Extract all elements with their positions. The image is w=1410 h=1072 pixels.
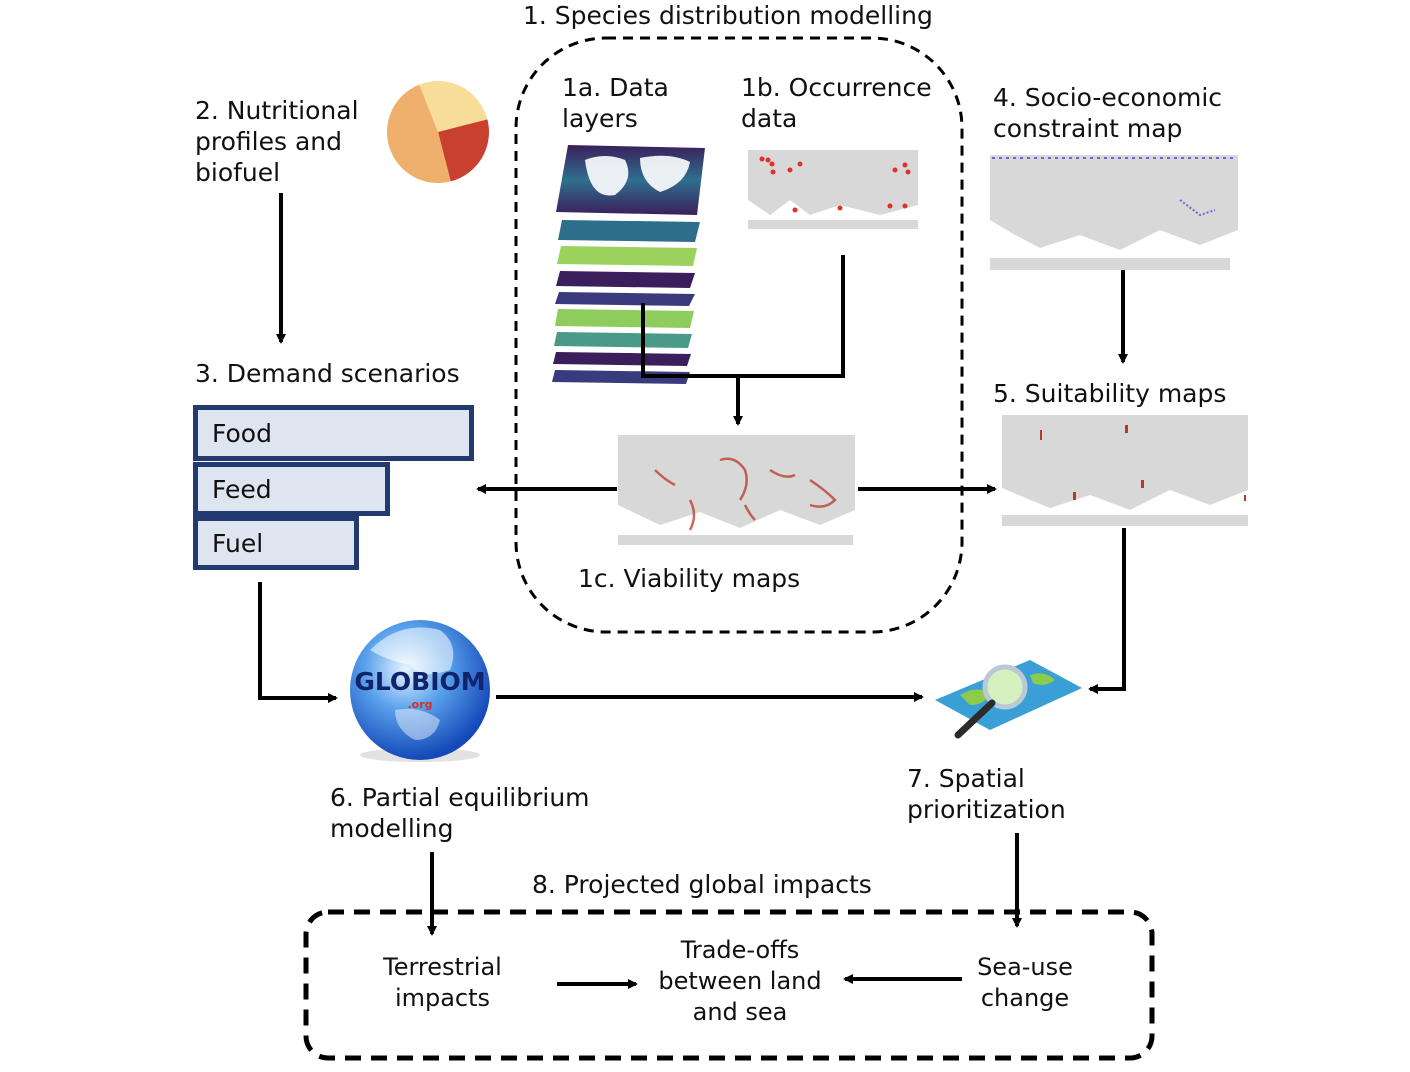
pie-slice-3 xyxy=(387,84,451,183)
projected-impacts-group-border xyxy=(303,909,1155,1061)
step-7-line1: 7. Spatial xyxy=(907,764,1025,793)
step-1b-line1: 1b. Occurrence xyxy=(741,73,932,102)
tradeoffs-label: Trade-offs between land and sea xyxy=(640,935,840,1028)
occurrence-map xyxy=(748,150,918,229)
pie-slice-2 xyxy=(438,119,489,182)
arrow-demand-to-globiom xyxy=(258,582,338,703)
step-2-line2: profiles and xyxy=(195,127,342,156)
demand-box-fuel: Fuel xyxy=(193,516,359,570)
globiom-globe-icon: GLOBIOM .org xyxy=(350,620,490,762)
step-7-label: 7. Spatial prioritization xyxy=(907,763,1066,825)
nutrition-pie-chart xyxy=(387,81,489,183)
tradeoffs-line1: Trade-offs xyxy=(680,936,800,964)
step-5-label: 5. Suitability maps xyxy=(993,379,1227,408)
map-magnifier-icon xyxy=(935,660,1082,739)
globiom-suffix: .org xyxy=(407,698,432,711)
arrow-suitability-to-prioritization xyxy=(1088,528,1126,694)
step-6-line1: 6. Partial equilibrium xyxy=(330,783,590,812)
step-4-line1: 4. Socio-economic xyxy=(993,83,1223,112)
terrestrial-line1: Terrestrial xyxy=(383,953,502,981)
demand-fuel-label: Fuel xyxy=(212,528,264,558)
data-layers-stack-icon xyxy=(552,145,705,384)
step-6-line2: modelling xyxy=(330,814,454,843)
arrow-datalayers-occurrence-to-viability xyxy=(641,255,845,378)
demand-box-food: Food xyxy=(193,405,474,461)
constraint-map xyxy=(990,155,1238,270)
step-2-line3: biofuel xyxy=(195,158,281,187)
step-1b-label: 1b. Occurrence data xyxy=(741,72,932,134)
step-4-line2: constraint map xyxy=(993,114,1183,143)
seause-line1: Sea-use xyxy=(977,953,1073,981)
step-1a-label: 1a. Data layers xyxy=(562,72,669,134)
step-1b-line2: data xyxy=(741,104,798,133)
terrestrial-line2: impacts xyxy=(394,984,491,1012)
step-1a-line1: 1a. Data xyxy=(562,73,669,102)
terrestrial-impacts-label: Terrestrial impacts xyxy=(360,952,525,1014)
viability-map xyxy=(618,435,855,545)
tradeoffs-line3: and sea xyxy=(692,998,788,1026)
demand-box-feed: Feed xyxy=(193,462,390,516)
step-1-title: 1. Species distribution modelling xyxy=(523,1,933,30)
step-1c-label: 1c. Viability maps xyxy=(578,564,801,593)
step-2-line1: 2. Nutritional xyxy=(195,96,359,125)
species-modelling-group-border xyxy=(514,36,964,634)
globiom-name: GLOBIOM xyxy=(354,667,485,696)
connectors xyxy=(258,193,1128,989)
pie-slice-1 xyxy=(419,81,488,132)
step-8-title: 8. Projected global impacts xyxy=(532,870,872,899)
step-6-label: 6. Partial equilibrium modelling xyxy=(330,782,590,844)
step-4-label: 4. Socio-economic constraint map xyxy=(993,82,1222,144)
sea-use-change-label: Sea-use change xyxy=(955,952,1095,1014)
seause-line2: change xyxy=(980,984,1070,1012)
tradeoffs-line2: between land xyxy=(658,967,822,995)
step-3-label: 3. Demand scenarios xyxy=(195,359,460,388)
demand-feed-label: Feed xyxy=(212,474,272,504)
step-2-label: 2. Nutritional profiles and biofuel xyxy=(195,95,359,188)
step-1a-line2: layers xyxy=(562,104,638,133)
demand-food-label: Food xyxy=(212,418,272,448)
suitability-map xyxy=(1002,415,1248,526)
step-7-line2: prioritization xyxy=(907,795,1066,824)
